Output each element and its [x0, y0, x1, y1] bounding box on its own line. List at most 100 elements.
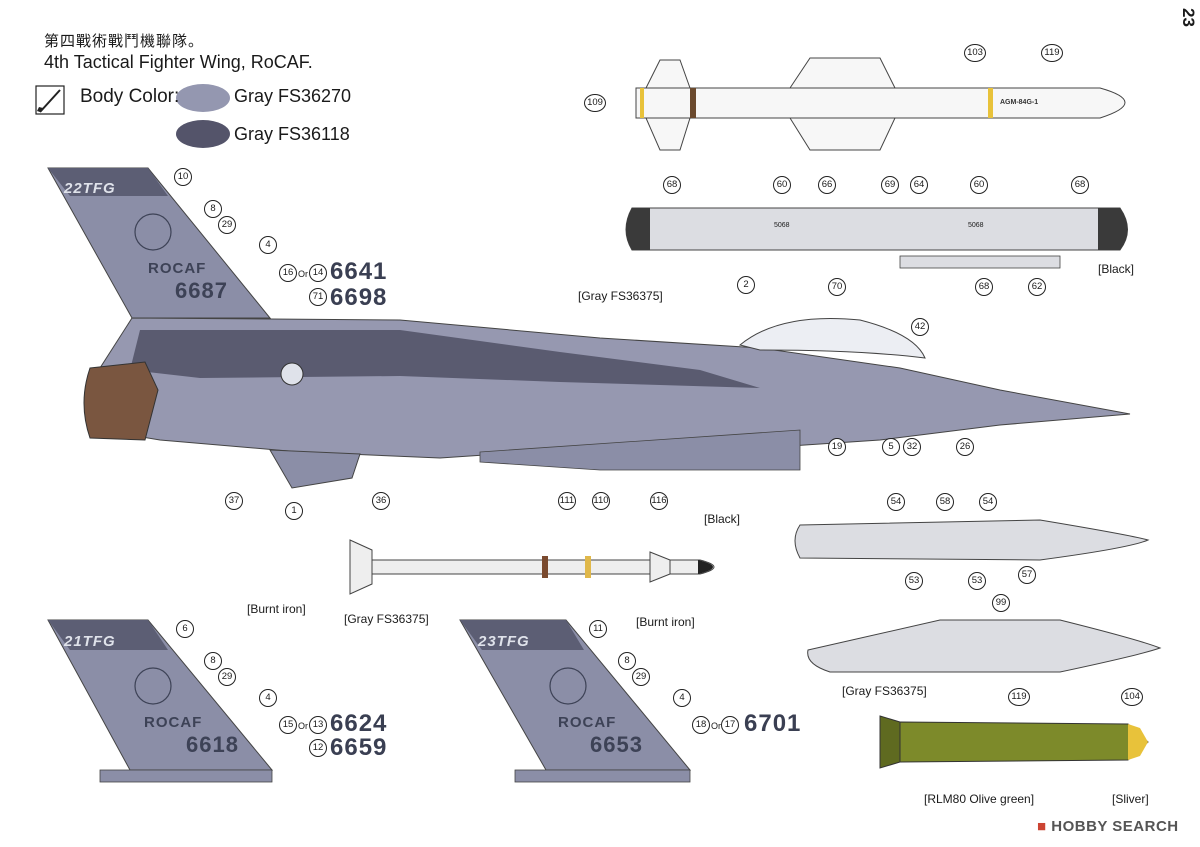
- decal-callout: 54: [979, 493, 997, 511]
- decal-callout: 60: [773, 176, 791, 194]
- targeting-pod: [625, 207, 1128, 269]
- decal-callout: 116: [650, 492, 668, 510]
- body-color-label: Body Color:: [80, 86, 180, 107]
- logo-mark-icon: ■: [1037, 818, 1052, 835]
- decal-callout: 68: [663, 176, 681, 194]
- bomb-olive-note: [RLM80 Olive green]: [924, 792, 1035, 806]
- alt-serial: 6698: [330, 284, 388, 311]
- page-title-cn: 第四戰術戰鬥機聯隊。: [44, 32, 205, 50]
- decal-callout: 11: [589, 620, 607, 638]
- decal-callout: 57: [1018, 566, 1036, 584]
- decal-callout: 4: [673, 689, 691, 707]
- alt-serial: 6641: [330, 258, 388, 285]
- decal-callout: 14: [309, 264, 327, 282]
- decal-callout: 4: [259, 689, 277, 707]
- decal-callout: 58: [936, 493, 954, 511]
- decal-callout: 32: [903, 438, 921, 456]
- alt-tail-23tfg: [459, 619, 692, 783]
- decal-callout: 1: [285, 502, 303, 520]
- decal-callout: 17: [721, 716, 739, 734]
- hobby-search-logo: ■ HOBBY SEARCH: [1037, 818, 1179, 835]
- decal-callout: 19: [828, 438, 846, 456]
- decal-callout: 53: [968, 572, 986, 590]
- decal-callout: 99: [992, 594, 1010, 612]
- swatch-label-fs36118: Gray FS36118: [234, 124, 350, 144]
- missile-gray-note: [Gray FS36375]: [344, 612, 429, 626]
- decal-callout: 110: [592, 492, 610, 510]
- missile-burnt-left-note: [Burnt iron]: [247, 602, 306, 616]
- decal-callout: 13: [309, 716, 327, 734]
- decal-callout: 68: [1071, 176, 1089, 194]
- mk84-bomb: [879, 715, 1149, 769]
- tail-rocaf-text: ROCAF: [144, 714, 203, 731]
- pod-code-text: 5068: [774, 222, 790, 229]
- decal-callout: 53: [905, 572, 923, 590]
- decal-callout: 8: [204, 652, 222, 670]
- pod-black-note: [Black]: [1098, 262, 1135, 276]
- decal-callout: 62: [1028, 278, 1046, 296]
- decal-callout: 109: [584, 94, 606, 112]
- alt-serial: 6624: [330, 710, 388, 737]
- swatch-fs36118: [176, 120, 230, 148]
- decal-callout: 29: [632, 668, 650, 686]
- tail-code: 21TFG: [64, 633, 116, 650]
- decal-callout: 26: [956, 438, 974, 456]
- decal-callout: 36: [372, 492, 390, 510]
- pod-gray-note: [Gray FS36375]: [578, 289, 663, 303]
- wing-emblem: [549, 667, 587, 705]
- alt-serial: 6701: [744, 710, 802, 737]
- tail-number: 6653: [590, 732, 643, 757]
- decal-callout: 66: [818, 176, 836, 194]
- missile-black-note: [Black]: [704, 512, 741, 526]
- decal-callout: 15: [279, 716, 297, 734]
- logo-text: HOBBY SEARCH: [1051, 818, 1179, 835]
- paintbrush-icon: [35, 85, 65, 115]
- or-label: Or: [298, 269, 308, 279]
- decal-callout: 18: [692, 716, 710, 734]
- pod-code-text: 5068: [968, 222, 984, 229]
- decal-callout: 37: [225, 492, 243, 510]
- agm-84-missile: [635, 57, 1126, 151]
- tail-code: 22TFG: [64, 180, 116, 197]
- or-label: Or: [298, 721, 308, 731]
- wing-emblem: [134, 213, 172, 251]
- decal-callout: 64: [910, 176, 928, 194]
- decal-callout: 119: [1008, 688, 1030, 706]
- decal-callout: 70: [828, 278, 846, 296]
- decal-callout: 68: [975, 278, 993, 296]
- pylon-tank-gray-note: [Gray FS36375]: [842, 684, 927, 698]
- decal-callout: 8: [618, 652, 636, 670]
- decal-callout: 4: [259, 236, 277, 254]
- decal-callout: 12: [309, 739, 327, 757]
- fuel-tank: [794, 519, 1150, 561]
- tail-rocaf-text: ROCAF: [148, 260, 207, 277]
- page-title-en: 4th Tactical Fighter Wing, RoCAF.: [44, 52, 313, 72]
- alt-tail-21tfg: [47, 619, 274, 783]
- decal-callout: 10: [174, 168, 192, 186]
- decal-callout: 71: [309, 288, 327, 306]
- missile-burnt-right-note: [Burnt iron]: [636, 615, 695, 629]
- tail-number: 6618: [186, 732, 239, 757]
- f16-side-view: [47, 167, 1131, 489]
- tail-code: 23TFG: [478, 633, 530, 650]
- wing-emblem: [134, 667, 172, 705]
- alt-serial: 6659: [330, 734, 388, 761]
- decal-callout: 29: [218, 668, 236, 686]
- missile-marking: AGM-84G-1: [1000, 99, 1039, 106]
- decal-callout: 69: [881, 176, 899, 194]
- decal-callout: 2: [737, 276, 755, 294]
- decal-callout: 54: [887, 493, 905, 511]
- decal-callout: 60: [970, 176, 988, 194]
- pylon-fuel-tank: [807, 619, 1162, 673]
- page-number: 23: [1179, 8, 1198, 27]
- tail-number: 6687: [175, 278, 228, 303]
- decal-callout: 8: [204, 200, 222, 218]
- decal-callout: 111: [558, 492, 576, 510]
- swatch-fs36270: [176, 84, 230, 112]
- decal-callout: 5: [882, 438, 900, 456]
- or-label: Or: [711, 721, 721, 731]
- aim-missile: [349, 539, 715, 595]
- decal-callout: 104: [1121, 688, 1143, 706]
- decal-callout: 16: [279, 264, 297, 282]
